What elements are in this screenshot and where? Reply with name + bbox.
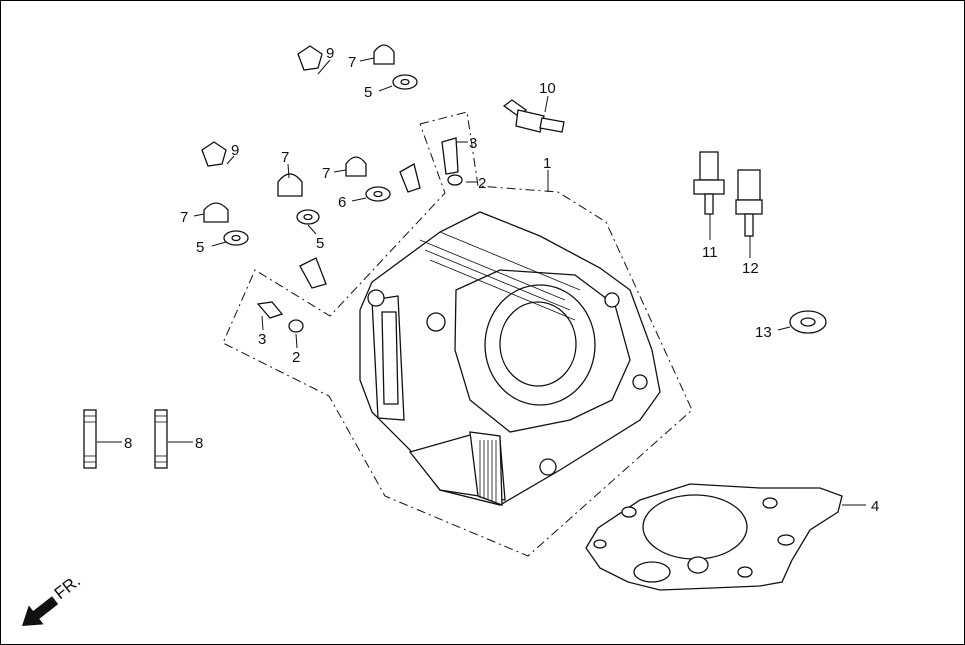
callout-7a: 7: [348, 54, 356, 71]
cylinder-bolt-long-b: [201, 141, 327, 289]
washer: [223, 74, 827, 334]
cylinder-head: [359, 211, 661, 506]
callout-1: 1: [543, 155, 551, 172]
spark-plug: [502, 99, 565, 133]
leader-lines: [97, 57, 866, 506]
callout-3b: 3: [258, 331, 266, 348]
callout-5a: 5: [364, 84, 372, 101]
callout-5c: 5: [196, 239, 204, 256]
callout-11: 11: [702, 244, 718, 261]
cylinder-bolt-long-a: [297, 45, 421, 193]
callout-4: 4: [871, 498, 879, 515]
callout-7c: 7: [322, 165, 330, 182]
callout-5b: 5: [316, 235, 324, 252]
front-arrow-icon: [22, 596, 59, 626]
callout-12: 12: [742, 260, 759, 277]
callout-3a: 3: [469, 135, 477, 152]
callout-9a: 9: [326, 45, 334, 62]
temperature-sensor-a: [693, 151, 725, 215]
dowel-pin-and-o-ring: [256, 137, 463, 333]
callout-6: 6: [338, 194, 346, 211]
cylinder-head-gasket: [585, 483, 843, 591]
front-direction-label: FR.: [51, 571, 84, 603]
callout-7d: 7: [180, 209, 188, 226]
stud-bolt: [83, 409, 168, 469]
temperature-sensor-b: [735, 169, 763, 237]
callout-10: 10: [539, 80, 556, 97]
callout-13: 13: [755, 324, 772, 341]
cap-nut: [203, 44, 395, 223]
callout-9b: 9: [231, 142, 239, 159]
callout-8b: 8: [195, 435, 203, 452]
callout-8a: 8: [124, 435, 132, 452]
callout-2a: 2: [478, 175, 486, 192]
callout-7b: 7: [281, 149, 289, 166]
callout-2b: 2: [292, 349, 300, 366]
assembly-group-outline-main: [222, 111, 693, 557]
